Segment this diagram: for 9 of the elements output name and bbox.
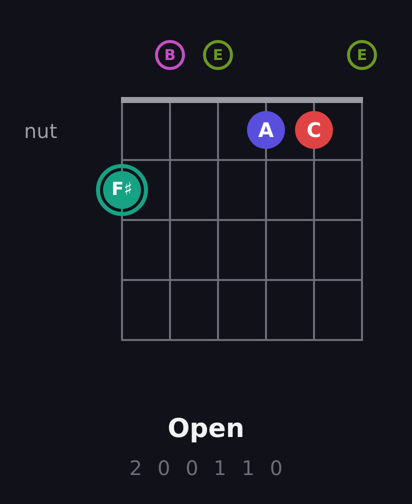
root-note-marker: F♯: [96, 164, 148, 216]
open-string-marker: B: [155, 40, 185, 70]
fingering-label: 2 0 0 1 1 0: [128, 458, 288, 478]
nut-label: nut: [24, 121, 58, 141]
note-marker: A: [247, 111, 285, 149]
chord-name: Open: [166, 416, 246, 442]
open-string-marker: E: [203, 40, 233, 70]
open-string-marker: E: [347, 40, 377, 70]
note-marker: C: [295, 111, 333, 149]
